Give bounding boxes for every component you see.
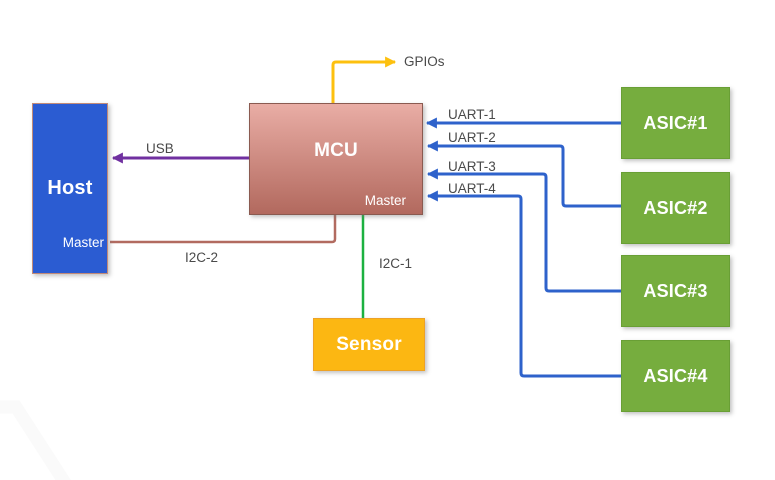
asic1-block: ASIC#1 (621, 87, 730, 159)
usb-wire-label: USB (146, 141, 174, 156)
i2c2-wire-label: I2C-2 (185, 250, 219, 265)
mcu-master-label: Master (364, 193, 406, 208)
uart2-wire-label: UART-2 (448, 130, 496, 145)
uart4-wire-label: UART-4 (448, 181, 496, 196)
sensor-block: Sensor (313, 318, 425, 371)
asic4-label: ASIC#4 (643, 365, 708, 386)
asic2-block: ASIC#2 (621, 172, 730, 244)
uart4-wire (426, 190, 621, 378)
host-block: Host Master (32, 103, 108, 274)
gpios-wire-label: GPIOs (404, 54, 445, 69)
asic4-block: ASIC#4 (621, 340, 730, 412)
sensor-label: Sensor (336, 333, 402, 355)
asic1-label: ASIC#1 (643, 112, 708, 133)
asic3-block: ASIC#3 (621, 255, 730, 327)
gpios-wire (331, 56, 397, 103)
uart1-wire-label: UART-1 (448, 107, 496, 122)
asic2-label: ASIC#2 (643, 197, 708, 218)
corner-decoration (0, 400, 71, 480)
host-master-label: Master (62, 235, 104, 250)
i2c1-wire-label: I2C-1 (379, 256, 413, 271)
host-label: Host (47, 177, 93, 199)
i2c2-wire (110, 215, 337, 244)
asic3-label: ASIC#3 (643, 280, 708, 301)
mcu-label: MCU (314, 140, 358, 161)
uart3-wire-label: UART-3 (448, 159, 496, 174)
uart3-wire (426, 168, 621, 293)
mcu-block: MCU Master (249, 103, 423, 215)
uart2-wire (426, 140, 621, 208)
